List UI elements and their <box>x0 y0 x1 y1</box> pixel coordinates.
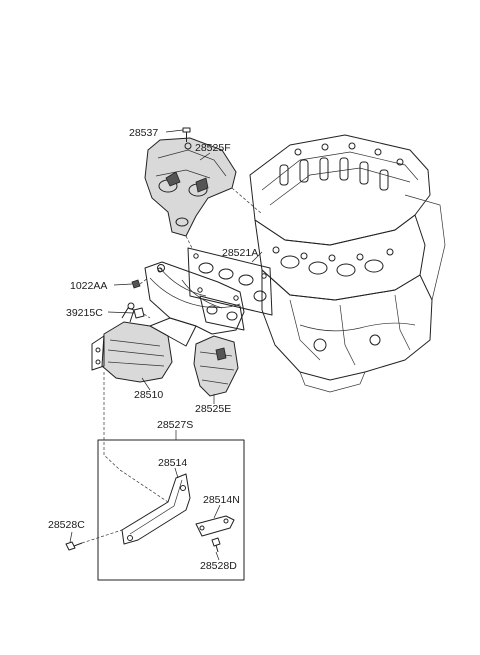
label-1022AA: 1022AA <box>70 280 107 292</box>
bolt-28528C <box>65 541 83 551</box>
label-28528C: 28528C <box>48 519 85 531</box>
heat-protector-upper-28525F <box>144 137 237 237</box>
label-28521A: 28521A <box>222 247 258 259</box>
label-39215C: 39215C <box>66 307 103 319</box>
exhaust-manifold-catalyst-28510 <box>91 261 245 383</box>
plug-towers <box>279 142 404 191</box>
engine-block <box>249 134 446 393</box>
label-28527S: 28527S <box>157 419 193 431</box>
label-28525F: 28525F <box>195 142 231 154</box>
label-28514: 28514 <box>158 457 187 469</box>
part-labels: 28537 28525F 28521A 1022AA 39215C 28510 … <box>48 127 258 572</box>
bracket-assembly-box <box>97 439 245 581</box>
label-28525E: 28525E <box>195 403 231 415</box>
heat-protector-lower-28525E <box>193 335 239 397</box>
bolt-28528D <box>211 537 221 553</box>
assembly-lines <box>81 187 263 544</box>
cylinder-head-ports <box>272 246 394 277</box>
label-28514N: 28514N <box>203 494 240 506</box>
leader-lines <box>69 129 263 561</box>
manifold-gasket-28521A <box>187 247 273 316</box>
bracket-28514N <box>195 515 235 537</box>
label-28537: 28537 <box>129 127 158 139</box>
label-28528D: 28528D <box>200 560 237 572</box>
nut-1022AA <box>131 264 165 289</box>
label-28510: 28510 <box>134 389 163 401</box>
bracket-28514 <box>121 473 191 545</box>
oxygen-sensor-39215C <box>133 307 145 319</box>
